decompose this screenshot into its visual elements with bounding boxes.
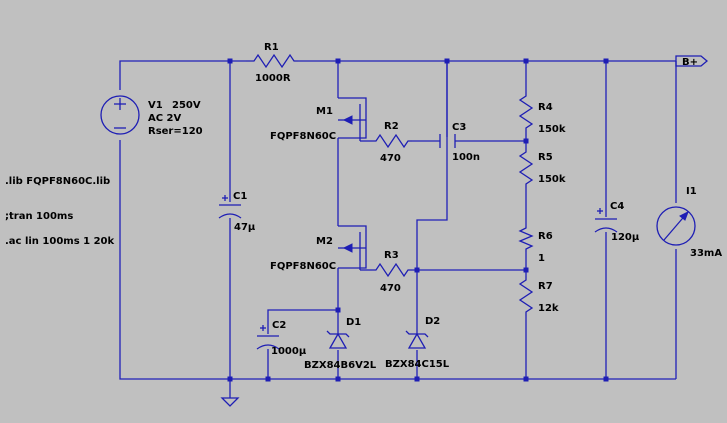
m1-name: M1 xyxy=(316,106,333,117)
m2-model: FQPF8N60C xyxy=(270,261,336,272)
r4-name: R4 xyxy=(538,102,553,113)
mosfet-m2[interactable] xyxy=(338,225,367,270)
r7-value: 12k xyxy=(538,303,559,314)
r2-value: 470 xyxy=(380,153,401,164)
r1-name: R1 xyxy=(264,42,279,53)
d2-name: D2 xyxy=(425,316,440,327)
spice-directives: .lib FQPF8N60C.lib ;tran 100ms .ac lin 1… xyxy=(5,176,114,247)
directive-ac: .ac lin 100ms 1 20k xyxy=(5,236,114,247)
r5-value: 150k xyxy=(538,174,566,185)
v1-name: V1 xyxy=(148,100,163,111)
mosfet-m1[interactable] xyxy=(338,97,367,141)
r3-name: R3 xyxy=(384,250,399,261)
r2-name: R2 xyxy=(384,121,399,132)
r7-name: R7 xyxy=(538,281,553,292)
port-flag-b-plus[interactable] xyxy=(675,55,709,67)
v1-line3: Rser=120 xyxy=(148,126,203,137)
capacitor-c3[interactable] xyxy=(439,134,456,148)
v1-value: 250V xyxy=(172,100,201,111)
resistor-r2[interactable] xyxy=(372,133,412,149)
resistor-r5[interactable] xyxy=(518,148,534,188)
r6-value: 1 xyxy=(538,253,545,264)
r5-name: R5 xyxy=(538,152,553,163)
c2-name: C2 xyxy=(272,320,286,331)
c2-value: 1000µ xyxy=(271,346,307,357)
directive-lib: .lib FQPF8N60C.lib xyxy=(5,176,110,187)
resistor-r7[interactable] xyxy=(518,276,534,316)
d1-model: BZX84B6V2L xyxy=(304,360,377,371)
r3-value: 470 xyxy=(380,283,401,294)
r6-name: R6 xyxy=(538,231,553,242)
i1-name: I1 xyxy=(686,186,697,197)
i1-value: 33mA xyxy=(690,248,722,259)
component-labels: V1 250V AC 2V Rser=120 R1 1000R C1 47µ M… xyxy=(148,42,722,371)
v1-line2: AC 2V xyxy=(148,113,182,124)
voltage-source-v1[interactable] xyxy=(100,95,140,135)
r1-value: 1000R xyxy=(255,73,291,84)
resistor-r1[interactable] xyxy=(246,53,298,69)
c4-name: C4 xyxy=(610,201,624,212)
wires xyxy=(119,60,677,398)
r4-value: 150k xyxy=(538,124,566,135)
m2-name: M2 xyxy=(316,236,333,247)
resistor-r3[interactable] xyxy=(372,262,412,278)
net-label-b-plus: B+ xyxy=(682,57,698,68)
c4-value: 120µ xyxy=(611,232,640,243)
c3-value: 100n xyxy=(452,152,480,163)
d2-model: BZX84C15L xyxy=(385,359,450,370)
directive-tran: ;tran 100ms xyxy=(5,211,73,222)
zener-diode-d2[interactable] xyxy=(405,330,429,349)
capacitor-c1[interactable] xyxy=(218,195,242,219)
resistor-r4[interactable] xyxy=(518,92,534,136)
c3-name: C3 xyxy=(452,122,466,133)
c1-name: C1 xyxy=(233,191,247,202)
zener-diode-d1[interactable] xyxy=(326,330,350,349)
ground-symbol xyxy=(220,397,240,407)
junction-dots xyxy=(227,58,609,382)
c1-value: 47µ xyxy=(234,222,256,233)
d1-name: D1 xyxy=(346,317,361,328)
current-source-i1[interactable] xyxy=(656,206,696,246)
capacitor-c4[interactable] xyxy=(594,208,618,233)
capacitor-c2[interactable] xyxy=(256,325,280,350)
m1-model: FQPF8N60C xyxy=(270,131,336,142)
resistor-r6[interactable] xyxy=(518,226,534,252)
